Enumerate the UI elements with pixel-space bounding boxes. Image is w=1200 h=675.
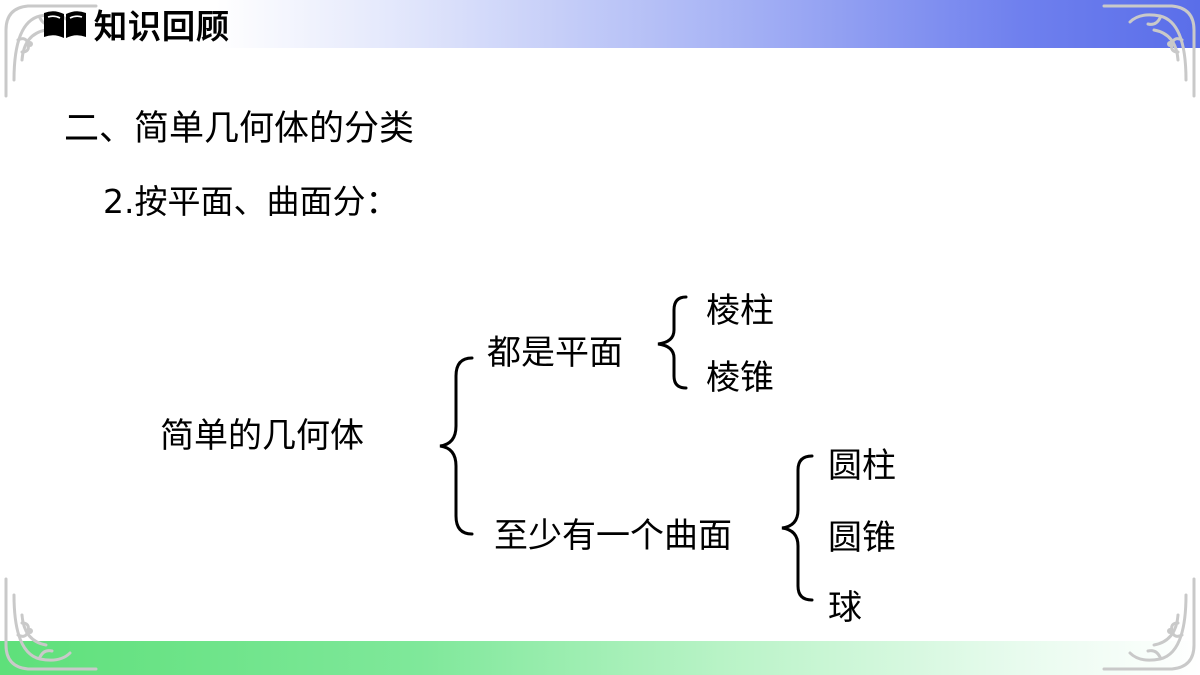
diagram-root: 简单的几何体 <box>160 416 364 456</box>
flat-brace <box>657 295 688 390</box>
curved-brace <box>781 454 814 602</box>
branch-label-flat: 都是平面 <box>487 333 623 373</box>
leaf-cylinder: 圆柱 <box>828 446 896 486</box>
footer-bar <box>0 641 1200 675</box>
branch-label-curved: 至少有一个曲面 <box>494 516 732 556</box>
header-bar <box>0 0 1200 48</box>
root-brace <box>439 356 474 536</box>
leaf-sphere: 球 <box>828 588 862 628</box>
section-subheading: 2.按平面、曲面分： <box>103 182 399 221</box>
leaf-cone: 圆锥 <box>828 518 896 558</box>
header: 知识回顾 <box>42 4 230 46</box>
leaf-prism: 棱柱 <box>706 291 774 331</box>
corner-ornament-icon <box>1102 577 1196 671</box>
open-book-icon <box>44 11 86 39</box>
page-title: 知识回顾 <box>94 7 230 46</box>
corner-ornament-icon <box>4 577 98 671</box>
corner-ornament-icon <box>1102 4 1196 98</box>
leaf-pyramid: 棱锥 <box>706 358 774 398</box>
section-heading: 二、简单几何体的分类 <box>64 109 415 149</box>
